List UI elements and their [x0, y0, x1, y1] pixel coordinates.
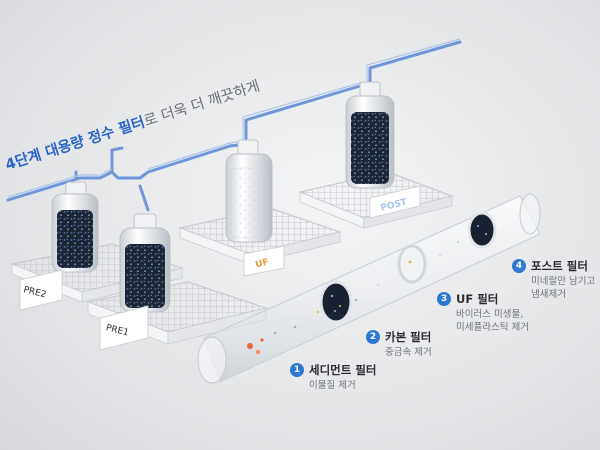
- step-4-title: 포스트 필터: [531, 259, 588, 273]
- filter-labels: PRE2 PRE1 UF POST: [19, 185, 421, 351]
- step-1-title: 세디먼트 필터: [309, 363, 377, 377]
- canister-pre2: [51, 181, 99, 273]
- step-2-desc: 중금속 제거: [385, 347, 432, 358]
- disc-uf: [397, 244, 427, 284]
- step-4-desc-line2: 냄새제거: [531, 289, 566, 300]
- step-4-badge: 4: [512, 259, 526, 273]
- step-1-badge: 1: [290, 363, 304, 377]
- step-3-desc-line1: 바이러스 미생물,: [456, 309, 524, 320]
- glass-tube: [197, 193, 541, 384]
- canister-uf: [225, 139, 273, 243]
- label-uf: UF: [254, 258, 269, 271]
- canister-pre1: [119, 213, 171, 313]
- disc-post: [467, 211, 497, 249]
- step-2-badge: 2: [366, 330, 380, 344]
- step-3-desc-line2: 미세플라스틱 제거: [456, 322, 529, 333]
- step-3-title: UF 필터: [456, 292, 499, 306]
- step-2-title: 카본 필터: [385, 330, 432, 344]
- step-4-desc-line1: 미네랄만 남기고: [531, 276, 596, 287]
- step-3-badge: 3: [437, 292, 451, 306]
- disc-carbon: [319, 280, 353, 324]
- step-1-desc: 이물질 제거: [309, 380, 356, 391]
- canister-post: [345, 81, 395, 189]
